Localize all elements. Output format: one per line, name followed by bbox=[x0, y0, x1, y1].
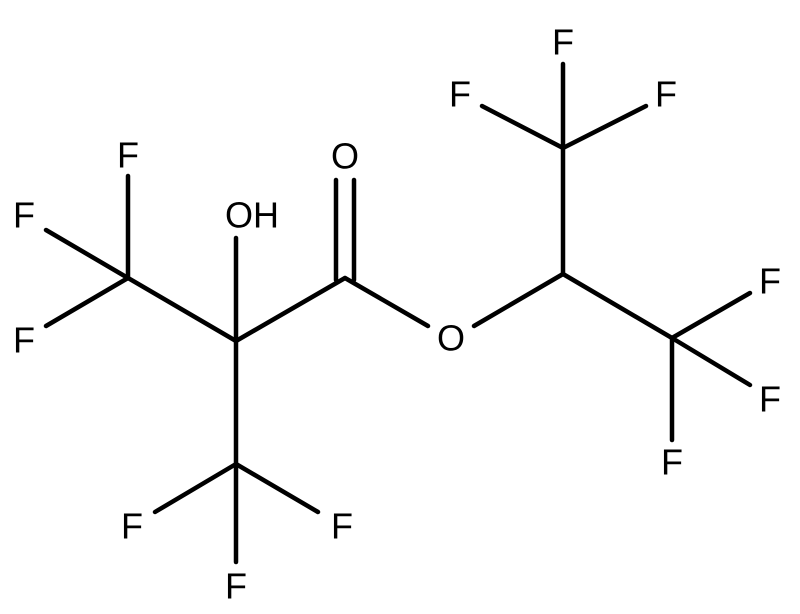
fluorine-atom-top: F bbox=[552, 22, 574, 63]
bond-methine-to-ester-oxygen bbox=[471, 271, 566, 329]
bond-cf3-left-to-f-left-mid bbox=[43, 227, 131, 281]
fluorine-atom-right-bottom: F bbox=[661, 442, 683, 483]
bond-methine-to-cf3-right bbox=[560, 271, 675, 341]
carbonyl-oxygen-atom: O bbox=[331, 136, 359, 177]
bond-cf3-left-to-f-left-bottom bbox=[43, 275, 131, 329]
bond-quaternary-carbon-to-cf3-left bbox=[125, 275, 239, 344]
bond-cf3-bottom-to-f-bottom-left bbox=[152, 461, 239, 515]
fluorine-atom-top-left: F bbox=[449, 74, 471, 115]
fluorine-atom-top-right: F bbox=[655, 74, 677, 115]
fluorine-atom-bottom: F bbox=[225, 566, 247, 607]
atom-labels: F F F F F F O O OH F F F F F F bbox=[13, 22, 781, 607]
bond-cf3-top-to-f-top-right bbox=[560, 103, 649, 151]
ester-oxygen-atom: O bbox=[437, 318, 465, 359]
fluorine-atom-left-mid: F bbox=[13, 195, 35, 236]
fluorine-atom-left-top: F bbox=[117, 135, 139, 176]
bond-cf3-top-to-f-top-left bbox=[479, 103, 566, 151]
hydroxyl-group: OH bbox=[225, 195, 279, 236]
fluorine-atom-right-top: F bbox=[759, 261, 781, 302]
fluorine-atom-bottom-right: F bbox=[331, 506, 353, 547]
bond-carbonyl-to-quaternary-carbon bbox=[233, 275, 348, 344]
fluorine-atom-bottom-left: F bbox=[121, 506, 143, 547]
fluorine-atom-left-bottom: F bbox=[13, 320, 35, 361]
bond-cf3-right-to-f-right-mid bbox=[669, 335, 753, 388]
bonds bbox=[43, 61, 753, 565]
bond-ester-oxygen-to-carbonyl-carbon bbox=[342, 275, 431, 329]
bond-cf3-right-to-f-right-top bbox=[669, 290, 753, 341]
fluorine-atom-right-mid: F bbox=[759, 379, 781, 420]
bond-cf3-bottom-to-f-bottom-right bbox=[233, 461, 321, 515]
